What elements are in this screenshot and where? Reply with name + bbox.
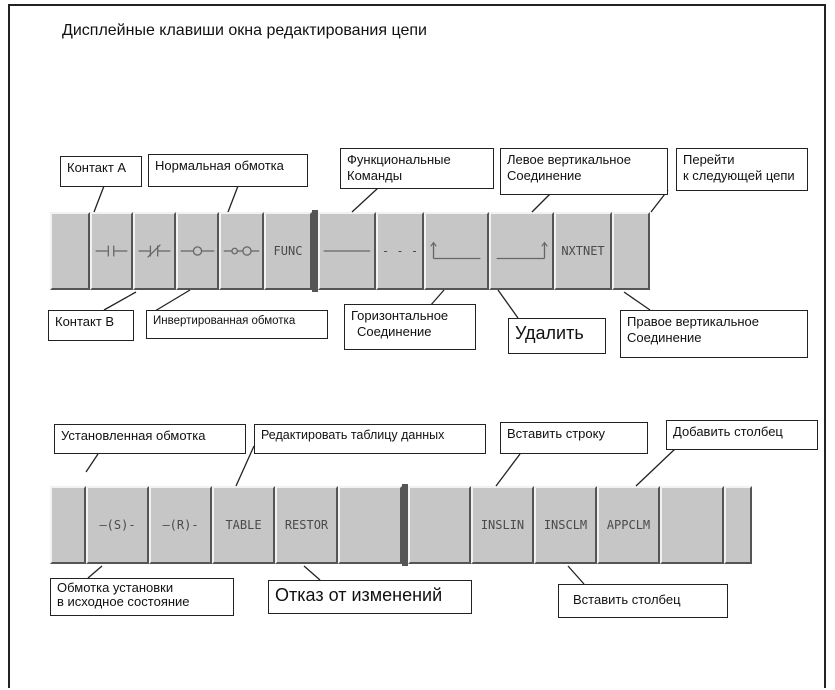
softkey-horizontal-connection[interactable] xyxy=(318,212,376,290)
softkey-table-label: TABLE xyxy=(225,518,262,532)
softkey-inslin-label: INSLIN xyxy=(480,518,525,532)
callout-append-column-text: Добавить столбец xyxy=(673,424,783,439)
softkey-func[interactable]: FUNC xyxy=(264,212,312,290)
right-vertical-icon xyxy=(496,241,548,260)
callout-next-net: Перейти к следующей цепи xyxy=(676,148,808,191)
callout-normal-coil: Нормальная обмотка xyxy=(148,154,308,187)
softkey-blank-end-2[interactable] xyxy=(724,486,752,564)
contact-a-icon xyxy=(95,245,128,257)
page-title: Дисплейные клавиши окна редактирования ц… xyxy=(62,22,427,39)
callout-left-vert-line1: Левое вертикальное xyxy=(507,152,631,167)
softkey-set-coil-label: —(S)- xyxy=(99,518,136,532)
softkey-bar-row1: FUNC - - - NXTNET xyxy=(50,210,770,292)
callout-insert-line-text: Вставить строку xyxy=(507,426,605,441)
left-vertical-icon xyxy=(430,241,481,260)
callout-insert-column: Вставить столбец xyxy=(558,584,728,618)
softkey-bar-row2: —(S)- —(R)- TABLE RESTOR INSLIN INSCLM A… xyxy=(50,484,770,566)
softkey-delete[interactable]: - - - xyxy=(376,212,424,290)
callout-reset-coil-line1: Обмотка установки xyxy=(57,580,174,595)
coil-icon xyxy=(180,246,215,256)
callout-set-coil: Установленная обмотка xyxy=(54,424,246,454)
softkey-normal-coil[interactable] xyxy=(176,212,219,290)
callout-next-net-line2: к следующей цепи xyxy=(683,168,795,184)
callout-contact-b-text: Контакт В xyxy=(55,314,115,329)
callout-horiz-line1: Горизонтальное xyxy=(351,308,449,323)
horizontal-line-icon xyxy=(323,250,371,252)
softkey-inslin[interactable]: INSLIN xyxy=(471,486,534,564)
softkey-contact-a[interactable] xyxy=(90,212,133,290)
callout-contact-a-text: Контакт А xyxy=(67,160,127,175)
callout-contact-b: Контакт В xyxy=(48,310,134,341)
softkey-set-coil[interactable]: —(S)- xyxy=(86,486,149,564)
softkey-reset-coil[interactable]: —(R)- xyxy=(149,486,212,564)
softkey-restor[interactable]: RESTOR xyxy=(275,486,338,564)
callout-delete-text: Удалить xyxy=(515,323,584,343)
softkey-nxtnet[interactable]: NXTNET xyxy=(554,212,612,290)
softkey-right-vertical[interactable] xyxy=(489,212,554,290)
frame-border xyxy=(8,4,826,688)
softkey-nxtnet-label: NXTNET xyxy=(561,244,605,258)
callout-set-coil-text: Установленная обмотка xyxy=(61,428,206,443)
callout-func-line1: Функциональные xyxy=(347,152,451,167)
softkey-restor-label: RESTOR xyxy=(284,518,329,532)
softkey-delete-label: - - - xyxy=(381,244,419,258)
callout-reset-coil-line2: в исходное состояние xyxy=(57,594,190,610)
callout-delete: Удалить xyxy=(508,318,606,354)
softkey-blank-mid-2[interactable] xyxy=(408,486,471,564)
softkey-func-label: FUNC xyxy=(273,244,303,258)
softkey-appclm[interactable]: APPCLM xyxy=(597,486,660,564)
softkey-appclm-label: APPCLM xyxy=(606,518,651,532)
callout-restore-text: Отказ от изменений xyxy=(275,585,443,605)
softkey-reset-coil-label: —(R)- xyxy=(162,518,199,532)
callout-contact-a: Контакт А xyxy=(60,156,142,187)
softkey-blank-right-2[interactable] xyxy=(660,486,724,564)
callout-insert-column-text: Вставить столбец xyxy=(573,592,681,607)
callout-inverted-coil-text: Инвертированная обмотка xyxy=(153,315,296,327)
callout-reset-coil: Обмотка установки в исходное состояние xyxy=(50,578,234,616)
softkey-insclm[interactable]: INSCLM xyxy=(534,486,597,564)
callout-edit-table: Редактировать таблицу данных xyxy=(254,424,486,454)
softkey-left-vertical[interactable] xyxy=(424,212,489,290)
softkey-table[interactable]: TABLE xyxy=(212,486,275,564)
softkey-separator xyxy=(312,210,318,292)
softkey-separator-2 xyxy=(402,484,408,566)
callout-func-line2: Команды xyxy=(347,168,403,184)
callout-append-column: Добавить столбец xyxy=(666,420,818,450)
callout-right-vert-line1: Правое вертикальное xyxy=(627,314,759,329)
contact-b-icon xyxy=(138,244,171,258)
callout-left-vertical: Левое вертикальное Соединение xyxy=(500,148,668,195)
softkey-blank-mid[interactable] xyxy=(338,486,402,564)
softkey-inverted-coil[interactable] xyxy=(219,212,264,290)
callout-inverted-coil: Инвертированная обмотка xyxy=(146,310,328,339)
softkey-blank-left[interactable] xyxy=(50,212,90,290)
softkey-insclm-label: INSCLM xyxy=(543,518,588,532)
softkey-blank-left-2[interactable] xyxy=(50,486,86,564)
callout-normal-coil-text: Нормальная обмотка xyxy=(155,158,284,173)
callout-right-vert-line2: Соединение xyxy=(627,330,702,346)
callout-horiz-line2: Соединение xyxy=(357,324,432,340)
softkey-blank-right[interactable] xyxy=(612,212,650,290)
callout-next-net-line1: Перейти xyxy=(683,152,735,167)
callout-right-vertical: Правое вертикальное Соединение xyxy=(620,310,808,358)
inverted-coil-icon xyxy=(223,246,260,256)
callout-func-commands: Функциональные Команды xyxy=(340,148,494,189)
callout-restore: Отказ от изменений xyxy=(268,580,472,614)
callout-horizontal: Горизонтальное Соединение xyxy=(344,304,476,350)
callout-edit-table-text: Редактировать таблицу данных xyxy=(261,428,445,442)
callout-left-vert-line2: Соединение xyxy=(507,168,582,184)
callout-insert-line: Вставить строку xyxy=(500,422,648,454)
softkey-contact-b[interactable] xyxy=(133,212,176,290)
